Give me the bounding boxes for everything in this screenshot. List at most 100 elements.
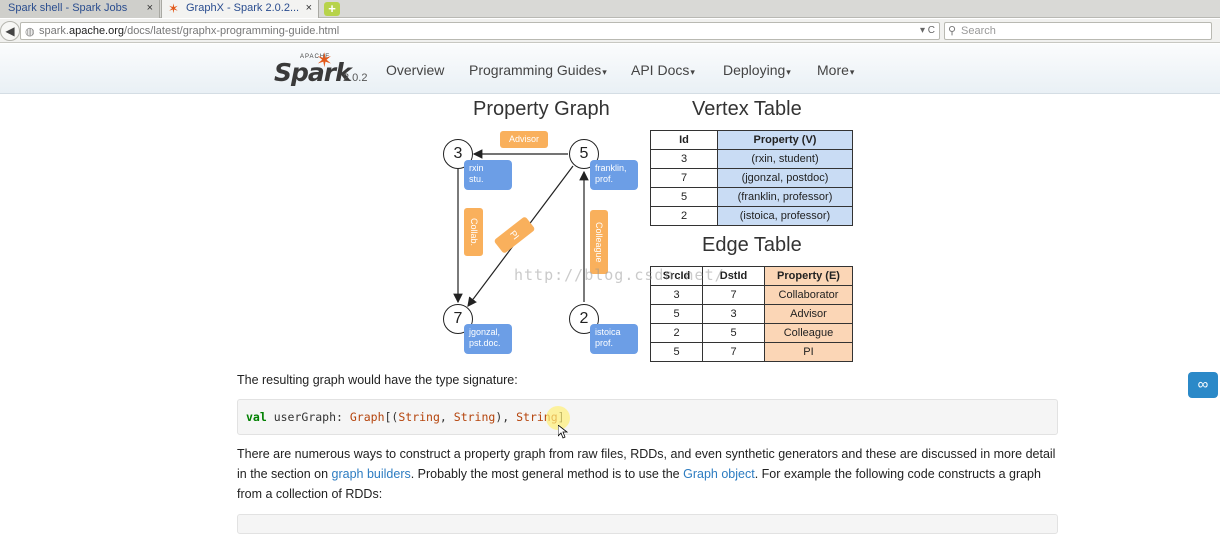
share-widget-button[interactable]: ∞ bbox=[1188, 372, 1218, 398]
globe-icon: ◍ bbox=[25, 26, 35, 38]
table-header: Id bbox=[650, 130, 718, 150]
paragraph-graph-construction: There are numerous ways to construct a p… bbox=[237, 444, 1057, 504]
code-type: String bbox=[398, 410, 440, 424]
vertex-label-line: stu. bbox=[469, 174, 484, 184]
link-icon: ∞ bbox=[1197, 376, 1209, 393]
table-row: 5(franklin, professor) bbox=[650, 187, 853, 207]
caret-down-icon: ▾ bbox=[849, 67, 855, 77]
menu-label: Overview bbox=[386, 62, 445, 78]
edge-label-advisor: Advisor bbox=[500, 131, 548, 148]
tab-bar: Spark shell - Spark Jobs × ✶ GraphX - Sp… bbox=[0, 0, 1220, 18]
close-icon[interactable]: × bbox=[305, 2, 312, 14]
code-text: ), bbox=[495, 410, 517, 424]
new-tab-button[interactable]: + bbox=[324, 2, 340, 16]
reload-icon[interactable]: ▾ C bbox=[919, 25, 935, 36]
caret-down-icon: ▾ bbox=[786, 67, 791, 77]
code-keyword: val bbox=[246, 410, 267, 424]
vertex-label-line: pst.doc. bbox=[469, 338, 501, 348]
table-cell: 7 bbox=[702, 285, 765, 305]
table-header: Property (V) bbox=[717, 130, 853, 150]
back-button[interactable]: ◀ bbox=[0, 21, 20, 41]
logo-name: Spark bbox=[274, 58, 352, 87]
edge-label-collab: Collab. bbox=[464, 208, 483, 256]
page-content: Property Graph Vertex Table Edge Table 3… bbox=[0, 94, 1220, 534]
mouse-cursor-icon bbox=[558, 425, 568, 439]
table-cell: 3 bbox=[650, 285, 703, 305]
edge-label-colleague: Colleague bbox=[590, 210, 608, 274]
table-cell: 7 bbox=[702, 342, 765, 362]
navigation-bar: ◀ ◍ spark.apache.org/docs/latest/graphx-… bbox=[0, 19, 1220, 43]
vertex-label-3: rxin stu. bbox=[464, 160, 512, 190]
table-header: Property (E) bbox=[764, 266, 853, 286]
table-cell: 3 bbox=[702, 304, 765, 324]
url-bar[interactable]: ◍ spark.apache.org/docs/latest/graphx-pr… bbox=[20, 22, 940, 40]
caret-down-icon: ▾ bbox=[602, 67, 607, 77]
tab-label: GraphX - Spark 2.0.2... bbox=[186, 2, 300, 14]
site-nav: APACHE Spark ✶ 2.0.2 Overview Programmin… bbox=[0, 44, 1220, 94]
paragraph-text: There are numerous ways to construct a p… bbox=[237, 447, 1056, 481]
url-prefix: spark. bbox=[39, 25, 69, 37]
close-icon[interactable]: × bbox=[146, 2, 153, 14]
menu-api-docs[interactable]: API Docs▾ bbox=[631, 62, 695, 78]
paragraph-text: . Probably the most general method is to… bbox=[410, 467, 684, 481]
vertex-label-7: jgonzal, pst.doc. bbox=[464, 324, 512, 354]
table-cell: 3 bbox=[650, 149, 718, 169]
table-cell: 5 bbox=[650, 304, 703, 324]
vertex-table-title: Vertex Table bbox=[692, 98, 802, 120]
search-placeholder: Search bbox=[961, 25, 996, 37]
search-input[interactable]: ⚲ Search bbox=[944, 22, 1212, 40]
property-graph-title: Property Graph bbox=[473, 98, 610, 120]
menu-label: Programming Guides bbox=[469, 62, 602, 78]
table-cell: Advisor bbox=[764, 304, 853, 324]
table-header-row: Id Property (V) bbox=[650, 130, 853, 150]
paragraph-type-signature: The resulting graph would have the type … bbox=[237, 373, 518, 387]
tab-graphx[interactable]: ✶ GraphX - Spark 2.0.2... × bbox=[161, 0, 319, 18]
logo-apache-text: APACHE bbox=[300, 54, 331, 60]
table-row: 2(istoica, professor) bbox=[650, 206, 853, 226]
graph-builders-link[interactable]: graph builders bbox=[331, 467, 411, 481]
code-block: val userGraph: Graph[(String, String), S… bbox=[237, 399, 1058, 435]
vertex-label-line: prof. bbox=[595, 338, 614, 348]
table-cell: 5 bbox=[702, 323, 765, 343]
table-cell: (franklin, professor) bbox=[717, 187, 853, 207]
menu-programming-guides[interactable]: Programming Guides▾ bbox=[469, 62, 607, 78]
table-cell: Collaborator bbox=[764, 285, 853, 305]
spark-star-icon: ✶ bbox=[316, 50, 333, 72]
vertex-label-line: jgonzal, bbox=[469, 327, 501, 337]
menu-label: More bbox=[817, 62, 849, 78]
edge-table-title: Edge Table bbox=[702, 234, 802, 256]
code-block-next bbox=[237, 514, 1058, 534]
url-path: /docs/latest/graphx-programming-guide.ht… bbox=[124, 25, 340, 37]
vertex-label-line: istoica bbox=[595, 327, 621, 337]
menu-label: API Docs bbox=[631, 62, 690, 78]
menu-more[interactable]: More▾ bbox=[817, 62, 854, 78]
table-cell: Colleague bbox=[764, 323, 853, 343]
vertex-table: Id Property (V) 3(rxin, student) 7(jgonz… bbox=[650, 130, 853, 226]
tab-label: Spark shell - Spark Jobs bbox=[8, 2, 128, 14]
vertex-label-line: prof. bbox=[595, 174, 614, 184]
code-text: userGraph: bbox=[266, 410, 350, 424]
code-type: String bbox=[453, 410, 496, 424]
caret-down-icon: ▾ bbox=[690, 67, 695, 77]
table-cell: 2 bbox=[650, 323, 703, 343]
vertex-label-line: franklin, bbox=[595, 163, 627, 173]
url-domain: apache.org bbox=[68, 25, 125, 37]
property-graph-figure: Property Graph Vertex Table Edge Table 3… bbox=[430, 94, 860, 364]
paragraph-text: . For example the following code constru… bbox=[237, 467, 1041, 501]
menu-overview[interactable]: Overview bbox=[386, 62, 444, 78]
watermark: http://blog.csdn.net/ bbox=[514, 266, 725, 284]
menu-label: Deploying bbox=[723, 62, 786, 78]
menu-deploying[interactable]: Deploying▾ bbox=[723, 62, 791, 78]
spark-logo[interactable]: APACHE Spark ✶ 2.0.2 bbox=[272, 50, 372, 90]
table-cell: 7 bbox=[650, 168, 718, 188]
graph-object-link[interactable]: Graph object bbox=[683, 467, 755, 481]
tab-spark-jobs[interactable]: Spark shell - Spark Jobs × bbox=[0, 0, 160, 18]
table-cell: (istoica, professor) bbox=[717, 206, 853, 226]
vertex-label-5: franklin, prof. bbox=[590, 160, 638, 190]
search-icon: ⚲ bbox=[948, 25, 957, 37]
table-cell: (jgonzal, postdoc) bbox=[717, 168, 853, 188]
